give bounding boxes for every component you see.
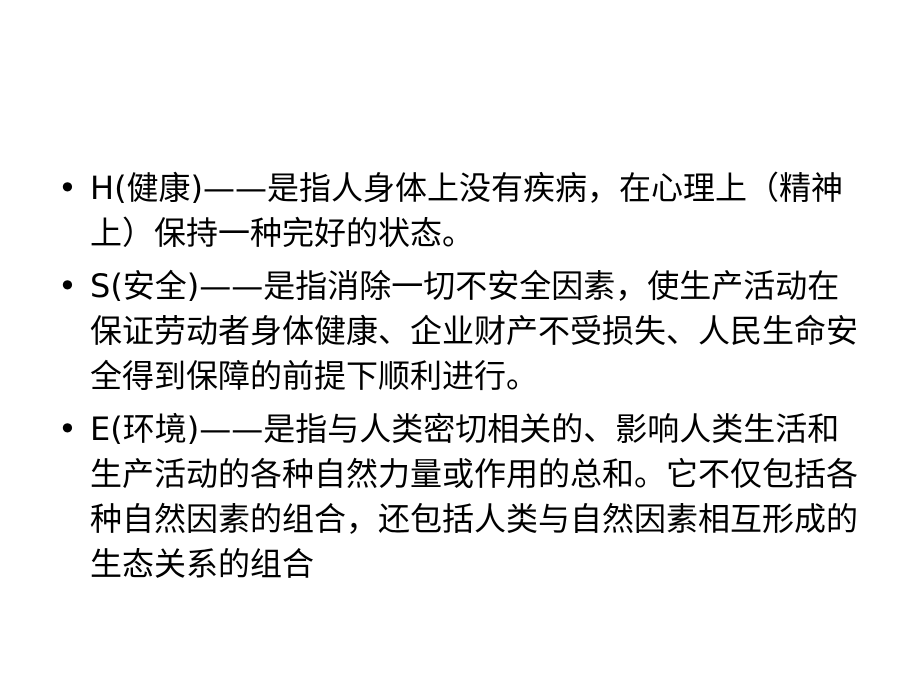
bullet-icon: • [58, 410, 77, 448]
bullet-text-health: H(健康)——是指人身体上没有疾病，在心理上（精神上）保持一种完好的状态。 [90, 169, 844, 252]
bullet-item-safety: • S(安全)——是指消除一切不安全因素，使生产活动在保证劳动者身体健康、企业财… [58, 264, 858, 399]
bullet-list: • H(健康)——是指人身体上没有疾病，在心理上（精神上）保持一种完好的状态。 … [58, 166, 858, 595]
bullet-icon: • [58, 267, 77, 305]
bullet-text-safety: S(安全)——是指消除一切不安全因素，使生产活动在保证劳动者身体健康、企业财产不… [90, 267, 859, 395]
bullet-text-environment: E(环境)——是指与人类密切相关的、影响人类生活和生产活动的各种自然力量或作用的… [90, 410, 859, 583]
bullet-item-environment: • E(环境)——是指与人类密切相关的、影响人类生活和生产活动的各种自然力量或作… [58, 407, 858, 587]
bullet-icon: • [58, 169, 77, 207]
bullet-item-health: • H(健康)——是指人身体上没有疾病，在心理上（精神上）保持一种完好的状态。 [58, 166, 858, 256]
